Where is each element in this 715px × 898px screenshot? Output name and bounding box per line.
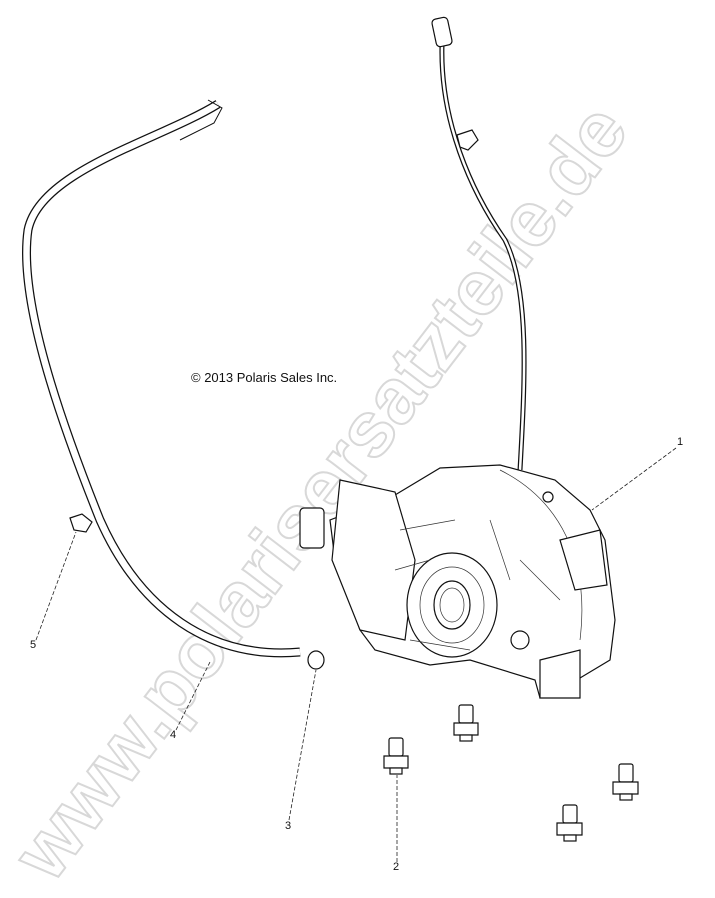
clip [69, 513, 93, 533]
callout-4: 4 [170, 729, 177, 741]
bolt [612, 763, 639, 801]
copyright-notice: © 2013 Polaris Sales Inc. [191, 370, 338, 385]
bolt [453, 704, 479, 742]
bolt [383, 737, 409, 775]
sensor-harness [431, 16, 527, 471]
callout-3: 3 [285, 820, 292, 832]
vent-hose [22, 99, 301, 658]
callout-2: 2 [393, 861, 400, 873]
bolt [556, 804, 583, 842]
wire-clip [456, 129, 479, 151]
clamp [307, 650, 325, 670]
callout-5: 5 [30, 639, 37, 651]
gearcase [299, 464, 616, 699]
callout-1: 1 [677, 436, 684, 448]
